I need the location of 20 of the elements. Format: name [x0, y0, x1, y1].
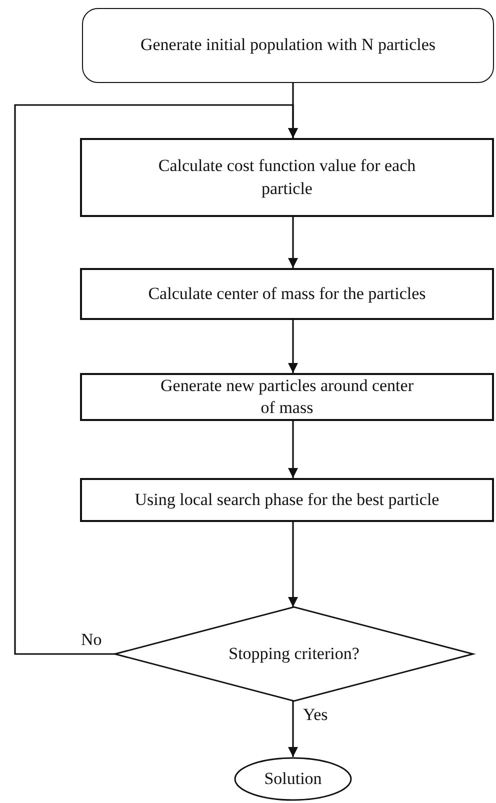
node-text: Calculate cost function value for each particle: [157, 155, 417, 200]
terminal-ellipse: [234, 757, 352, 801]
process-box: [80, 138, 494, 217]
node-text: Solution: [263, 768, 323, 790]
arrow: [288, 522, 298, 607]
process-box: [80, 478, 494, 522]
node-text: Using local search phase for the best particle: [134, 488, 440, 511]
decision-diamond: [115, 607, 473, 701]
node-text: Stopping criterion?: [228, 642, 360, 665]
node-text: Calculate center of mass for the particles: [147, 282, 427, 305]
arrow: [14, 104, 298, 655]
start-box: [82, 8, 494, 83]
arrow: [288, 421, 298, 478]
arrow: [288, 320, 298, 373]
process-box: [80, 373, 494, 421]
arrow: [288, 217, 298, 268]
arrow: [288, 701, 298, 757]
node-text: Generate new particles around center of mass: [160, 374, 414, 419]
node-text: Generate initial population with N particles: [139, 34, 437, 56]
process-box: [80, 268, 494, 320]
